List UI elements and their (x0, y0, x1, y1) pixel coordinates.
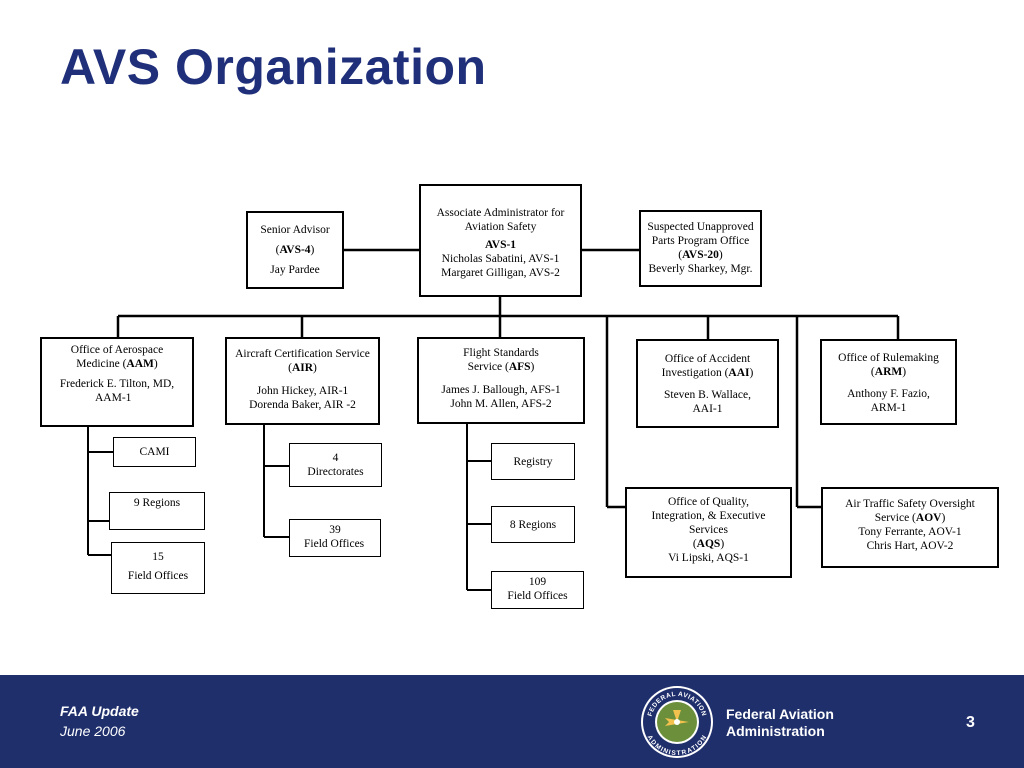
agency-name-line-2: Administration (726, 723, 825, 739)
box-line: Service (AFS) (467, 361, 535, 373)
box-line: Tony Ferrante, AOV-1 (858, 526, 962, 538)
air-directorates-box: 4 Directorates (289, 443, 382, 487)
box-line: Investigation (AAI) (661, 367, 754, 379)
agency-name: Federal Aviation Administration (726, 706, 834, 740)
box-line: Office of Accident (664, 353, 751, 365)
box-line: Medicine (AAM) (76, 358, 158, 370)
box-line: Dorenda Baker, AIR -2 (249, 399, 356, 411)
box-line: Senior Advisor (260, 224, 330, 236)
box-line: Field Offices (127, 570, 189, 582)
box-line: John M. Allen, AFS-2 (450, 398, 552, 410)
box-line: Frederick E. Tilton, MD, (59, 378, 175, 390)
arm-office-box: Office of Rulemaking (ARM) Anthony F. Fa… (820, 339, 957, 425)
box-line: Nicholas Sabatini, AVS-1 (441, 253, 560, 265)
footer-title: FAA Update (60, 703, 139, 719)
afs-regions-box: 8 Regions (491, 506, 575, 543)
box-line: Jay Pardee (270, 264, 320, 276)
box-line: Vi Lipski, AQS-1 (668, 552, 749, 564)
aai-office-box: Office of Accident Investigation (AAI) S… (636, 339, 779, 428)
aov-service-box: Air Traffic Safety Oversight Service (AO… (821, 487, 999, 568)
box-line: 9 Regions (133, 497, 181, 509)
suspected-unapproved-parts-box: Suspected Unapproved Parts Program Offic… (639, 210, 762, 287)
box-line: Beverly Sharkey, Mgr. (648, 263, 753, 275)
box-line: Parts Program Office (651, 235, 750, 247)
org-connector-lines (87, 248, 900, 591)
box-line: Integration, & Executive (651, 510, 766, 522)
footer-date: June 2006 (60, 723, 126, 739)
box-line: 109 (528, 576, 547, 588)
box-line: Registry (513, 456, 553, 468)
box-line: 8 Regions (509, 519, 557, 531)
afs-registry-box: Registry (491, 443, 575, 480)
box-line: (ARM) (870, 366, 907, 378)
air-service-box: Aircraft Certification Service (AIR) Joh… (225, 337, 380, 425)
page-number: 3 (966, 714, 975, 731)
box-line: Steven B. Wallace, (663, 389, 751, 401)
agency-name-line-1: Federal Aviation (726, 706, 834, 722)
box-line: Office of Quality, (667, 496, 750, 508)
box-line: Suspected Unapproved (647, 221, 754, 233)
box-line: Chris Hart, AOV-2 (866, 540, 954, 552)
box-line: Margaret Gilligan, AVS-2 (441, 267, 560, 279)
associate-administrator-box: Associate Administrator for Aviation Saf… (419, 184, 582, 297)
box-line: John Hickey, AIR-1 (256, 385, 349, 397)
box-line: Aircraft Certification Service (235, 348, 370, 360)
box-line: Field Offices (507, 590, 568, 602)
afs-field-offices-box: 109 Field Offices (491, 571, 584, 609)
afs-service-box: Flight Standards Service (AFS) James J. … (417, 337, 585, 424)
box-line: Service (AOV) (874, 512, 946, 524)
aam-office-box: Office of Aerospace Medicine (AAM) Frede… (40, 337, 194, 427)
box-line: James J. Ballough, AFS-1 (441, 384, 561, 396)
box-line: ARM-1 (870, 402, 907, 414)
faa-seal-icon: FEDERAL AVIATION ADMINISTRATION (641, 686, 713, 758)
aam-field-offices-box: 15 Field Offices (111, 542, 205, 594)
cami-box: CAMI (113, 437, 196, 467)
box-line: CAMI (139, 446, 170, 458)
box-line: 15 (152, 551, 164, 563)
box-line: Directorates (307, 466, 364, 478)
box-line: Services (689, 524, 728, 536)
air-field-offices-box: 39 Field Offices (289, 519, 381, 557)
box-line: Aviation Safety (464, 221, 537, 233)
box-line: Associate Administrator for (436, 207, 565, 219)
box-line: Flight Standards (463, 347, 539, 359)
box-line: Air Traffic Safety Oversight (845, 498, 975, 510)
box-line: 4 (332, 452, 339, 464)
box-line: (AVS-4) (275, 244, 315, 256)
box-line: AAM-1 (95, 392, 132, 404)
senior-advisor-box: Senior Advisor (AVS-4) Jay Pardee (246, 211, 344, 289)
box-line: (AIR) (288, 362, 317, 374)
box-line: AVS-1 (484, 239, 517, 251)
box-line: Office of Aerospace (70, 344, 164, 356)
box-line: Anthony F. Fazio, (847, 388, 930, 400)
box-line: 39 (329, 524, 341, 536)
box-line: (AQS) (692, 538, 725, 550)
box-line: Field Offices (304, 538, 365, 550)
footer-bar: FAA Update June 2006 FEDERAL AVIATION AD… (0, 675, 1024, 768)
aam-regions-box: 9 Regions (109, 492, 205, 530)
box-line: Office of Rulemaking (838, 352, 939, 364)
page-title: AVS Organization (60, 39, 487, 95)
aqs-office-box: Office of Quality, Integration, & Execut… (625, 487, 792, 578)
box-line: AAI-1 (692, 403, 723, 415)
box-line: (AVS-20) (678, 249, 723, 261)
